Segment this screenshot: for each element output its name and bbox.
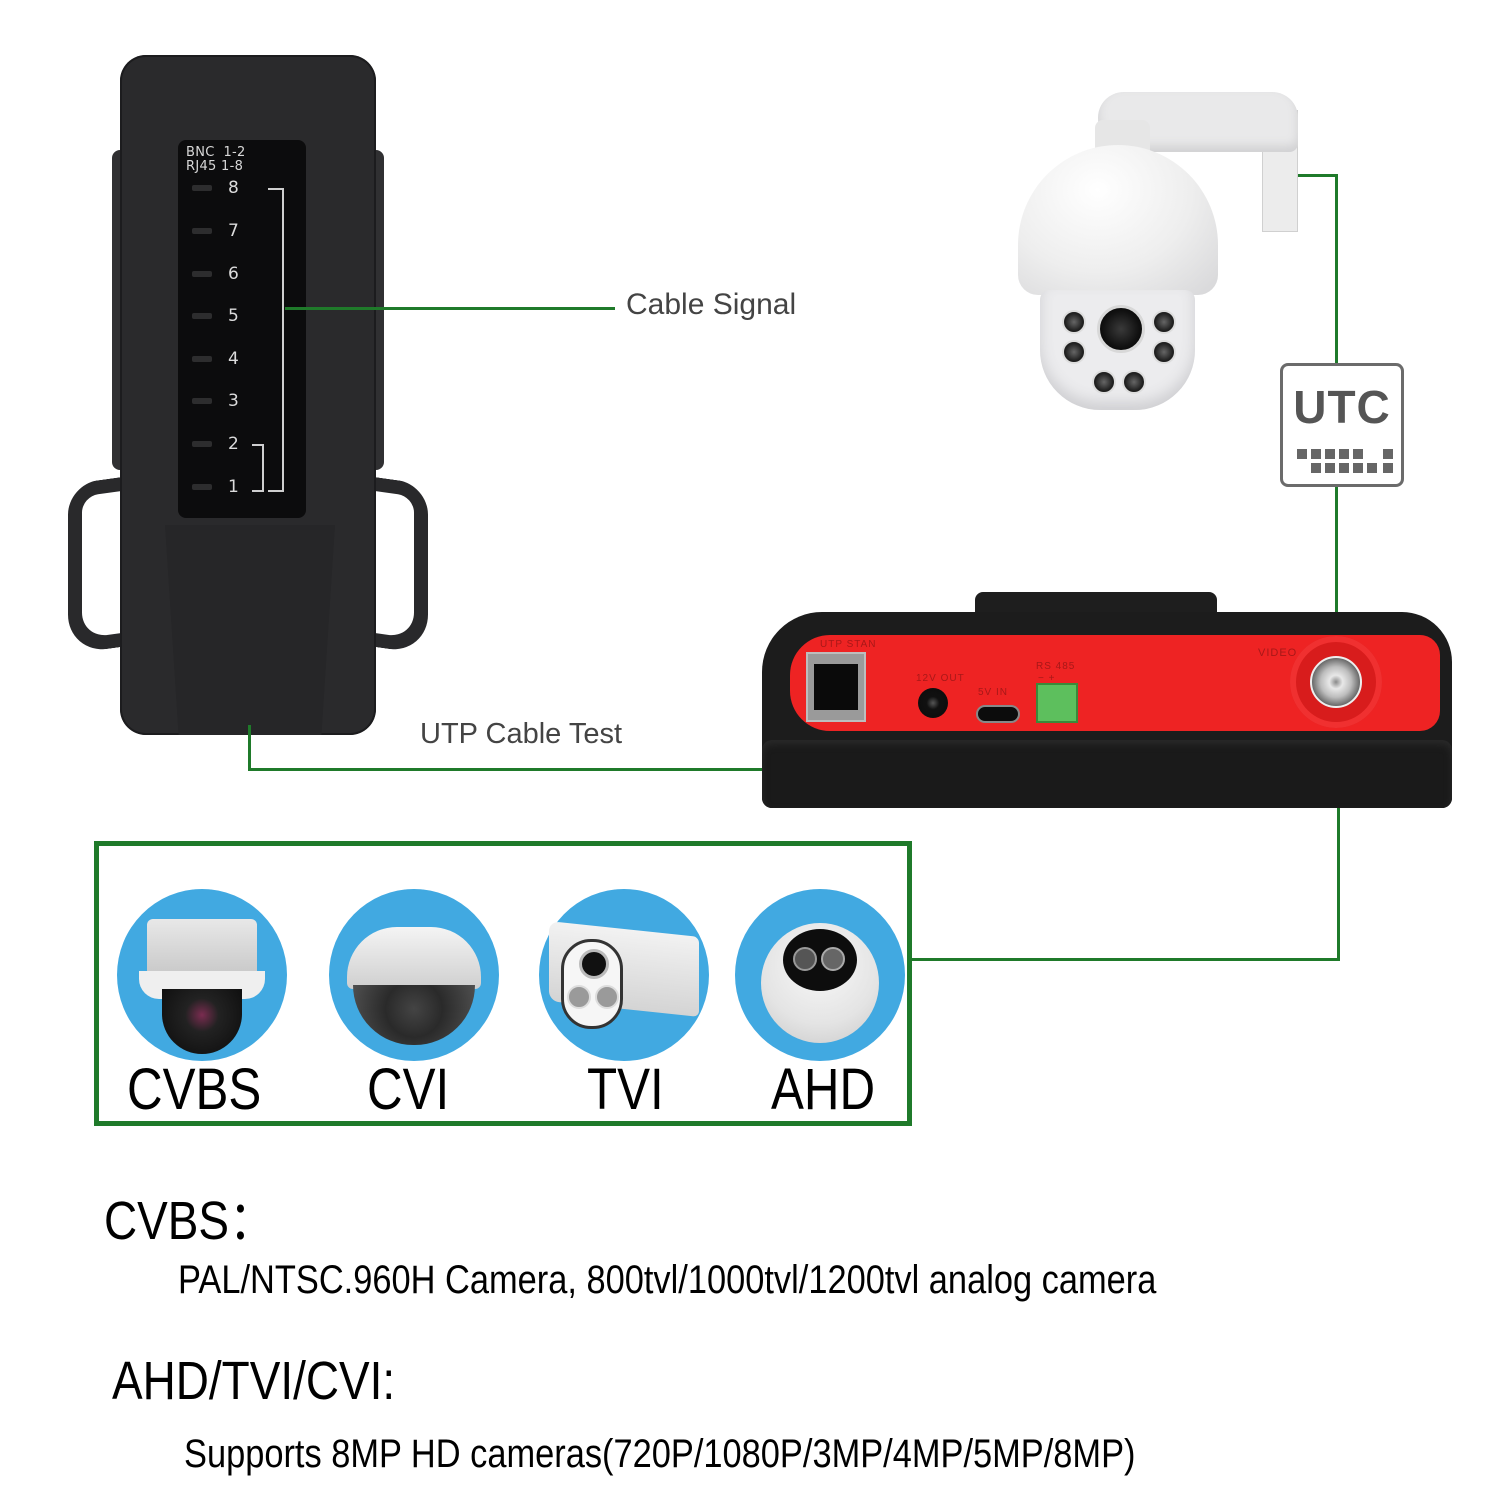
cable-signal-label: Cable Signal [626,288,797,321]
led-number: 8 [228,178,239,198]
camera-type-tvi-circle [539,889,709,1061]
rj45-utp-port[interactable] [806,652,866,722]
camera-type-cvbs-circle [117,889,287,1061]
utc-label: UTC [1293,381,1391,433]
dome-camera-icon [147,919,257,974]
rj45-socket-icon [814,664,858,710]
led-icon [192,313,212,319]
led-number: 7 [228,221,239,241]
led-icon [192,356,212,362]
spec-hd-heading: AHD/TVI/CVI: [112,1351,396,1411]
utp-cable-test-label: UTP Cable Test [420,718,623,750]
micro-usb-5v-in-port[interactable] [976,705,1020,723]
led-number: 1 [228,477,239,497]
ir-led-icon [1152,340,1176,364]
ir-led-icon [1062,310,1086,334]
ir-led-icon [821,947,845,971]
led-number: 5 [228,306,239,326]
camera-type-cvi-label: CVI [367,1057,450,1122]
led-number: 3 [228,391,239,411]
led-number: 2 [228,434,239,454]
led-number: 4 [228,349,239,369]
usb-in-label: 5V IN [978,687,1009,698]
rs485-label: RS 485 [1036,661,1076,672]
ptz-lens-icon [1097,305,1145,353]
utp-port-label: UTP STAN [820,639,877,650]
ir-led-icon [1062,340,1086,364]
rj45-range-bracket [268,188,284,492]
led-icon [192,398,212,404]
led-icon [192,441,212,447]
led-row-8: 8 [192,178,239,198]
led-row-7: 7 [192,221,239,241]
ir-led-icon [1122,370,1146,394]
panel-header-bnc: BNC 1-2 [186,145,246,160]
bullet-camera-lens-icon [579,949,609,979]
dc-12v-out-jack[interactable] [918,688,948,718]
spec-cvbs-detail: PAL/NTSC.960H Camera, 800tvl/1000tvl/120… [178,1258,1157,1302]
camera-type-ahd-label: AHD [771,1057,876,1122]
led-icon [192,271,212,277]
cable-signal-connector-line [285,307,615,310]
bnc-video-connector[interactable] [1310,656,1362,708]
led-row-4: 4 [192,349,239,369]
video-port-label: VIDEO [1258,647,1298,659]
ptz-dome-housing [1018,145,1218,295]
camera-type-cvi-circle [329,889,499,1061]
led-icon [192,484,212,490]
ir-led-icon [567,985,591,1009]
utp-connector-line-left [248,725,251,770]
spec-cvbs-heading: CVBS： [104,1191,275,1251]
ptz-connector-line-vertical [1335,174,1338,364]
led-row-2: 2 [192,434,239,454]
unit-to-types-line-vertical [1337,778,1340,960]
spec-hd-detail: Supports 8MP HD cameras(720P/1080P/3MP/4… [184,1432,1136,1476]
utp-connector-line-bottom [248,768,848,771]
ir-led-icon [1092,370,1116,394]
camera-type-ahd-circle [735,889,905,1061]
led-icon [192,228,212,234]
turret-camera-lens-icon [793,947,817,971]
led-row-1: 1 [192,477,239,497]
vandal-dome-camera-icon [347,927,481,989]
camera-type-tvi-label: TVI [587,1057,664,1122]
dome-camera-lens-bubble [162,989,242,1054]
supported-camera-types-box: CVBS CVI TVI AHD [94,841,912,1126]
unit-to-types-line-horizontal [912,958,1340,961]
ir-led-icon [595,985,619,1009]
ir-led-icon [1152,310,1176,334]
led-icon [192,185,212,191]
bnc-range-bracket [252,444,264,492]
ptz-connector-line-horizontal [1266,174,1338,177]
unit-base [762,740,1452,808]
dc-out-label: 12V OUT [916,673,965,684]
utc-badge: UTC [1280,363,1404,487]
vandal-dome-lens-bubble [353,985,475,1045]
remote-lower-panel [165,525,335,735]
led-row-5: 5 [192,306,239,326]
utc-to-bnc-connector-line [1335,486,1338,676]
rs485-polarity-label: − + [1038,673,1056,684]
led-row-3: 3 [192,391,239,411]
led-number: 6 [228,264,239,284]
rs485-terminal-block[interactable] [1036,683,1078,723]
panel-header-rj45: RJ45 1-8 [186,159,244,174]
camera-type-cvbs-label: CVBS [127,1057,262,1122]
led-row-6: 6 [192,264,239,284]
